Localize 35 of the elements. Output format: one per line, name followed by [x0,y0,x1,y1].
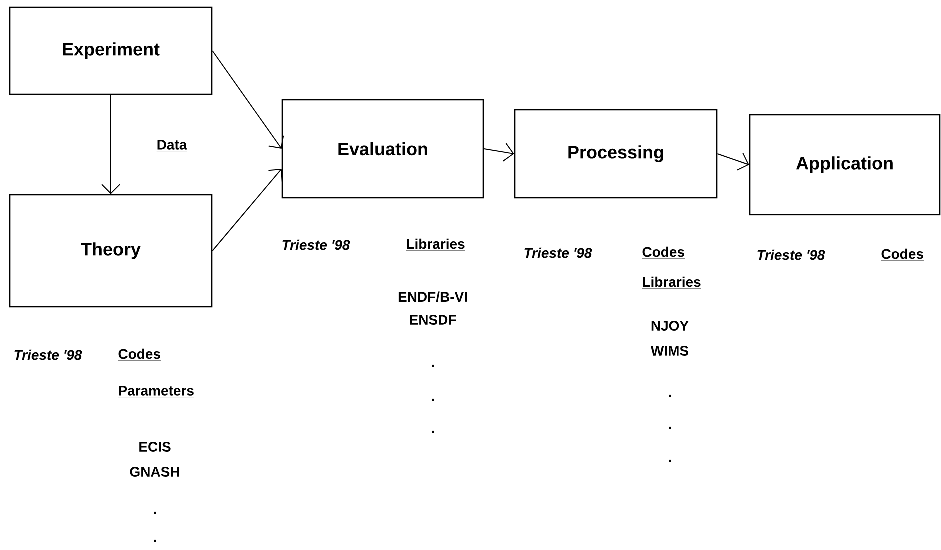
column-heading: Libraries [406,238,466,251]
ellipsis-dot: . [669,394,671,398]
edge-label: Data [156,139,188,153]
note: Trieste '98 [758,250,826,260]
list-item: GNASH [130,467,180,477]
column-heading: Codes [118,348,162,361]
arrow [717,152,750,171]
list-item: NJOY [652,321,689,331]
arrow [212,50,284,149]
ellipsis-dot: . [432,430,434,434]
column-heading: Codes [881,248,924,261]
note: Trieste '98 [282,240,350,250]
ellipsis-dot: . [669,460,671,462]
process-box: Evaluation [282,99,484,199]
list-item: ENSDF [410,315,456,325]
ellipsis-dot: . [154,512,156,514]
ellipsis-dot: . [669,426,671,430]
arrow [102,94,120,194]
list-item: ENDF/B-VI [398,292,468,302]
ellipsis-dot: . [432,398,434,402]
list-item: WIMS [650,346,689,356]
column-heading: Libraries [642,276,702,289]
column-heading: Parameters [118,386,195,398]
note: Trieste '98 [524,248,592,258]
column-heading: Codes [642,246,686,259]
process-box: Application [749,114,941,216]
note: Trieste '98 [14,350,82,360]
ellipsis-dot: . [154,540,156,542]
list-item: ECIS [140,442,171,452]
process-box: Experiment [9,6,213,96]
arrow [212,169,283,252]
ellipsis-dot: . [432,364,434,368]
arrow [484,143,514,162]
process-box: Processing [514,109,718,199]
process-box: Theory [9,194,213,308]
